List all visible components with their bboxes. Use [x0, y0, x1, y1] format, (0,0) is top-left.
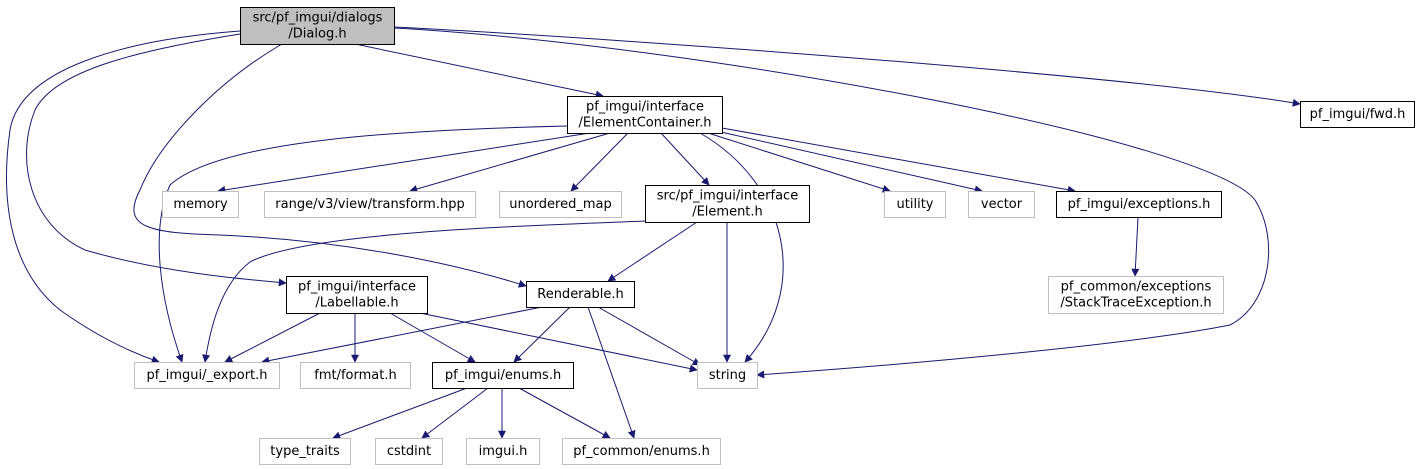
node-utility: utility: [884, 191, 946, 218]
node-label-line: /Labellable.h: [315, 296, 398, 311]
node-labellable[interactable]: pf_imgui/interface/Labellable.h: [286, 276, 428, 314]
node-box: [567, 96, 723, 134]
edge-dialog-to-fwd: [393, 26, 1301, 107]
node-unordered-map: unordered_map: [499, 191, 622, 218]
node-box: [968, 191, 1035, 218]
node-export: pf_imgui/_export.h: [134, 362, 280, 389]
edge-element_container-to-range_transform: [409, 132, 611, 193]
node-label-line: pf_imgui/exceptions.h: [1068, 197, 1211, 212]
node-box: [286, 276, 428, 314]
edge-element_container-to-export: [158, 125, 568, 363]
edge-element_container-to-utility: [707, 132, 891, 193]
node-box: [499, 191, 622, 218]
node-label-line: utility: [897, 197, 934, 212]
node-box: [432, 362, 574, 389]
edge-element-to-renderable: [607, 221, 698, 282]
edge-labellable-to-enums: [389, 312, 476, 363]
node-cstdint: cstdint: [375, 438, 443, 465]
node-element[interactable]: src/pf_imgui/interface/Element.h: [645, 185, 810, 223]
edge-element_container-to-element: [660, 132, 710, 186]
edge-dialog-to-element_container: [354, 43, 604, 99]
node-label-line: unordered_map: [509, 197, 612, 212]
edge-labellable-to-string: [419, 312, 698, 373]
node-box: [526, 281, 635, 308]
node-renderable[interactable]: Renderable.h: [526, 281, 635, 308]
edge-enums-to-common_enums: [518, 387, 611, 439]
node-label-line: string: [709, 368, 746, 383]
node-fmt-format: fmt/format.h: [300, 362, 411, 389]
node-box: [645, 185, 810, 223]
node-box: [259, 438, 351, 465]
node-box: [697, 362, 758, 389]
nodes-layer: src/pf_imgui/dialogs/Dialog.h pf_imgui/in…: [134, 7, 1415, 465]
edge-labellable-to-export: [224, 312, 321, 363]
node-dialog[interactable]: src/pf_imgui/dialogs/Dialog.h: [240, 7, 395, 45]
node-box: [264, 191, 476, 218]
node-box: [300, 362, 411, 389]
node-common-enums: pf_common/enums.h: [562, 438, 721, 465]
edge-element-to-export: [202, 220, 646, 363]
node-box: [375, 438, 443, 465]
node-label-line: memory: [173, 197, 228, 212]
edge-dialog-to-export: [6, 30, 241, 364]
edge-element_container-to-vector: [711, 129, 983, 194]
node-label-line: pf_imgui/enums.h: [445, 368, 561, 383]
node-type-traits: type_traits: [259, 438, 351, 465]
edge-dialog-to-renderable: [133, 43, 527, 288]
edge-dialog-to-string: [393, 27, 1270, 379]
edges-layer: [6, 26, 1301, 440]
node-fwd[interactable]: pf_imgui/fwd.h: [1300, 101, 1415, 128]
edge-renderable-to-common_enums: [587, 306, 636, 439]
node-range-transform: range/v3/view/transform.hpp: [264, 191, 476, 218]
node-label-line: /Element.h: [692, 205, 763, 220]
edge-renderable-to-string: [597, 306, 701, 366]
node-exceptions[interactable]: pf_imgui/exceptions.h: [1056, 191, 1222, 218]
node-enums[interactable]: pf_imgui/enums.h: [432, 362, 574, 389]
node-label-line: pf_imgui/fwd.h: [1310, 107, 1406, 122]
node-element-container[interactable]: pf_imgui/interface/ElementContainer.h: [567, 96, 723, 134]
edge-element_container-to-unordered_map: [570, 132, 629, 192]
node-box: [1048, 276, 1224, 314]
node-label-line: src/pf_imgui/interface: [657, 189, 798, 204]
node-string: string: [697, 362, 758, 389]
node-vector: vector: [968, 191, 1035, 218]
edge-element_container-to-exceptions: [721, 127, 1076, 194]
node-label-line: cstdint: [387, 444, 431, 459]
node-label-line: pf_imgui/interface: [586, 100, 704, 115]
edge-element_container-to-memory: [217, 132, 591, 194]
edge-renderable-to-export: [261, 306, 543, 365]
edge-dialog-to-labellable: [26, 33, 287, 287]
node-box: [1300, 101, 1415, 128]
node-label-line: imgui.h: [479, 444, 528, 459]
node-box: [1056, 191, 1222, 218]
node-stacktrace: pf_common/exceptions/StackTraceException…: [1048, 276, 1224, 314]
node-label-line: type_traits: [270, 444, 340, 459]
node-label-line: pf_imgui/interface: [298, 280, 416, 295]
node-label-line: /ElementContainer.h: [579, 116, 712, 131]
node-box: [562, 438, 721, 465]
node-label-line: range/v3/view/transform.hpp: [275, 197, 464, 212]
node-label-line: vector: [981, 197, 1023, 212]
node-label-line: Renderable.h: [537, 287, 623, 302]
node-box: [162, 191, 239, 218]
node-label-line: src/pf_imgui/dialogs: [253, 11, 383, 26]
node-box: [466, 438, 540, 465]
node-label-line: pf_common/enums.h: [573, 444, 710, 459]
edge-exceptions-to-stacktrace: [1131, 216, 1140, 277]
edge-renderable-to-enums: [513, 306, 571, 363]
node-label-line: /Dialog.h: [288, 27, 346, 42]
node-label-line: fmt/format.h: [314, 368, 396, 383]
node-box: [134, 362, 280, 389]
node-box: [240, 7, 395, 45]
node-label-line: pf_imgui/_export.h: [146, 368, 267, 383]
node-label-line: pf_common/exceptions: [1061, 280, 1212, 295]
node-label-line: /StackTraceException.h: [1060, 296, 1211, 311]
edge-element_container-to-string: [699, 132, 784, 363]
edge-enums-to-cstdint: [421, 387, 489, 439]
node-imgui: imgui.h: [466, 438, 540, 465]
node-memory: memory: [162, 191, 239, 218]
node-box: [884, 191, 946, 218]
edge-enums-to-type_traits: [332, 387, 468, 440]
